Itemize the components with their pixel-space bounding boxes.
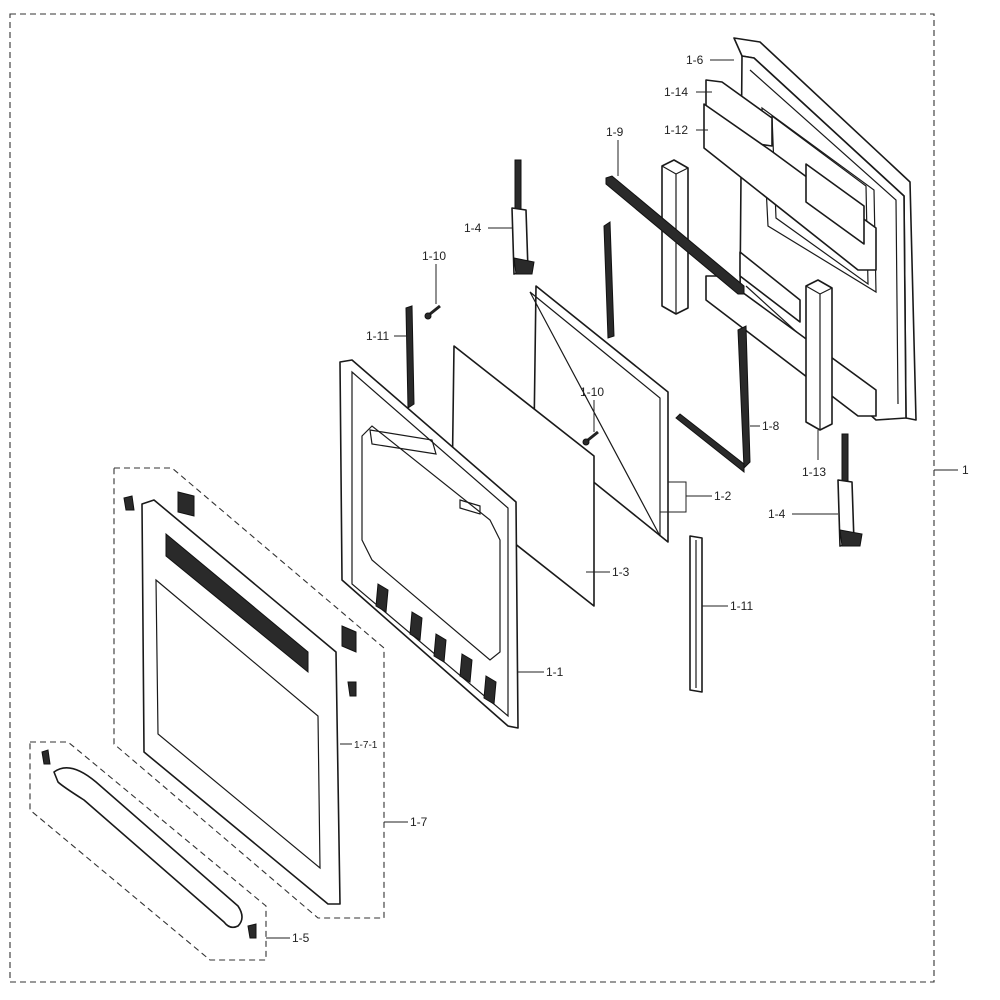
- label-1-2: 1-2: [714, 489, 732, 503]
- insulation-block-front: [805, 163, 865, 245]
- label-1-4-top: 1-4: [464, 221, 482, 235]
- label-1-13: 1-13: [802, 465, 826, 479]
- label-1-1: 1-1: [546, 665, 564, 679]
- label-1-8: 1-8: [762, 419, 780, 433]
- insulation-post-lower: [805, 279, 833, 431]
- inner-door-panel: [339, 359, 519, 729]
- label-1-6: 1-6: [686, 53, 704, 67]
- label-1-3: 1-3: [612, 565, 630, 579]
- screw-upper: [424, 304, 441, 320]
- glass-pane-front: [451, 345, 595, 607]
- label-1-7: 1-7: [410, 815, 428, 829]
- insulation-block: [703, 103, 877, 271]
- glass-pane-rear: [533, 285, 669, 543]
- outer-door-frame: [123, 491, 357, 905]
- label-1-11-left: 1-11: [366, 329, 389, 343]
- label-1-7-1: 1-7-1: [354, 740, 378, 751]
- door-outer-subassembly-boundary: [113, 467, 385, 919]
- label-1-12: 1-12: [664, 123, 688, 137]
- side-rail-left: [603, 221, 615, 339]
- bottom-rail: [675, 413, 745, 474]
- top-channel: [605, 175, 745, 295]
- label-1-11-right: 1-11: [730, 599, 753, 613]
- label-1: 1: [962, 463, 969, 477]
- label-1-4-bottom: 1-4: [768, 507, 786, 521]
- hinge-top: [511, 159, 535, 275]
- label-1-9: 1-9: [606, 125, 624, 139]
- glass-pane-rear-offset: [529, 291, 661, 537]
- side-bracket-left: [405, 305, 415, 409]
- label-1-5: 1-5: [292, 931, 310, 945]
- hinge-bottom: [837, 433, 863, 547]
- screw-lower: [582, 430, 599, 446]
- door-handle: [41, 749, 257, 939]
- leader-lines: [266, 59, 958, 939]
- label-1-10-lower: 1-10: [580, 385, 604, 399]
- side-rail-right: [737, 325, 751, 470]
- insulation-block-lower-2: [739, 251, 801, 323]
- label-1-10-upper: 1-10: [422, 249, 446, 263]
- assembly-boundary: [9, 13, 935, 983]
- label-1-14: 1-14: [664, 85, 688, 99]
